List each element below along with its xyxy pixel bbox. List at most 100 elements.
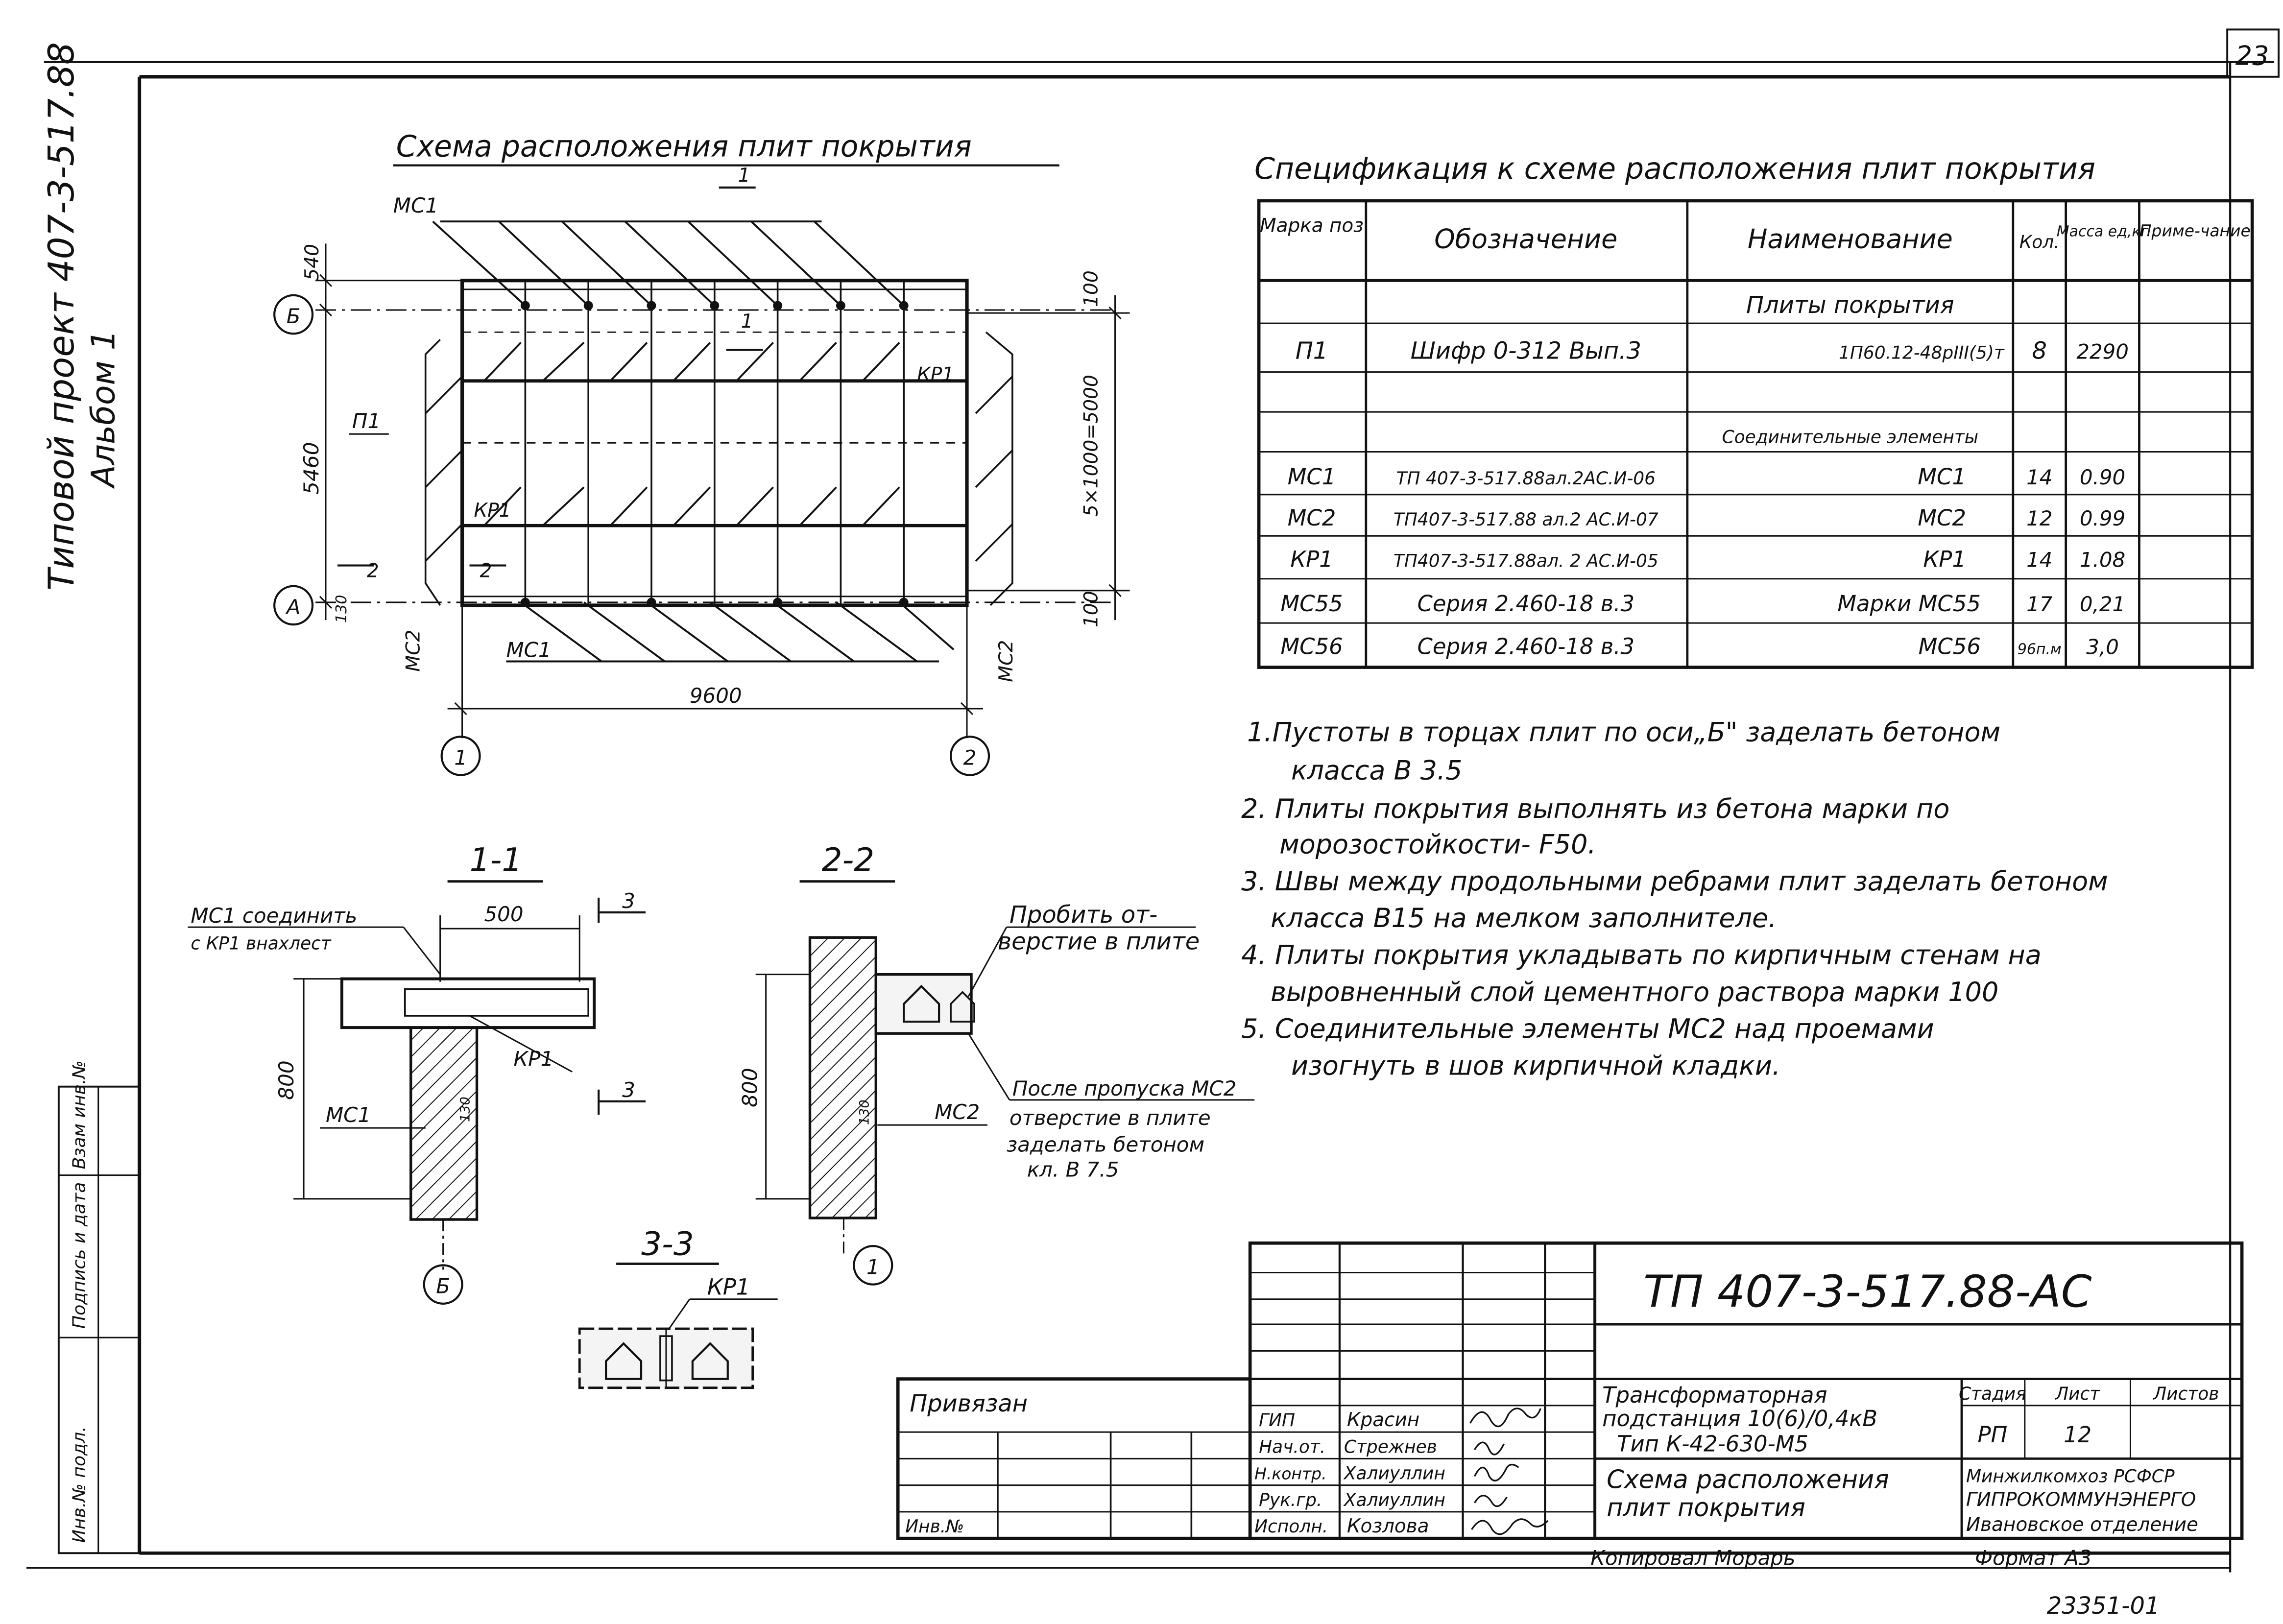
- spec-r1-qty: 8: [2032, 337, 2046, 364]
- section-2-2-note-bot3: заделать бетоном: [1007, 1132, 1204, 1156]
- project-line2: подстанция 10(6)/0,4кВ: [1602, 1406, 1877, 1432]
- dim-9600: 9600: [690, 684, 742, 708]
- spec-r1-mass: 2290: [2076, 339, 2129, 363]
- page-number: 23: [2235, 40, 2269, 71]
- section-2-2-wall: [808, 936, 878, 1219]
- section-1-1-note2: с КР1 внахлест: [191, 933, 331, 954]
- title-code: ТП 407-3-517.88-АС: [1643, 1266, 2092, 1317]
- tie-diagonals: [483, 341, 900, 526]
- spec-r7-mass: 0,21: [2080, 592, 2125, 616]
- spec-r8-mass: 3,0: [2086, 635, 2119, 659]
- spec-header-mark: Марка поз: [1260, 215, 1364, 237]
- bottom-stamp: 23351-01: [2047, 1592, 2160, 1620]
- org-line1: Минжилкомхоз РСФСР: [1966, 1466, 2175, 1486]
- section-1-1-dim-500: 500: [484, 902, 524, 926]
- spec-r5-mass: 0.99: [2080, 506, 2125, 530]
- spec-r4-name: МС1: [1918, 464, 1966, 490]
- spec-r7-qty: 17: [2026, 592, 2053, 616]
- section-2-2-mc2: МС2: [935, 1100, 980, 1124]
- name-nach: Стрежнев: [1344, 1436, 1437, 1457]
- org-line2: ГИПРОКОММУНЭНЕРГО: [1966, 1489, 2196, 1511]
- spec-r8-name: МС56: [1919, 633, 1981, 659]
- axis-a-bubble: [273, 585, 314, 626]
- spec-r0-name: Плиты покрытия: [1746, 291, 1954, 319]
- sheet-title-1: Схема расположения: [1607, 1466, 1889, 1495]
- note-2a: 2. Плиты покрытия выполнять из бетона ма…: [1241, 793, 1949, 824]
- copied-by: Копировал Морарь: [1590, 1546, 1795, 1570]
- dim-100-bottom: 100: [1081, 591, 1103, 627]
- label-mc1-top: МС1: [393, 193, 438, 217]
- section-3-3-title: 3-3: [641, 1225, 694, 1263]
- spec-r4-qty: 14: [2026, 465, 2052, 489]
- section-1-1-mc1: МС1: [326, 1103, 371, 1127]
- spec-r8-designation: Серия 2.460-18 в.3: [1418, 633, 1635, 659]
- axis-b-label: Б: [287, 304, 301, 328]
- spec-r6-designation: ТП407-3-517.88ал. 2 АС.И-05: [1394, 550, 1658, 571]
- section-1-1-title: 1-1: [470, 841, 523, 879]
- sheet-frame: 23 Инв.№ подл. Подпись и дата Взам инв.№…: [26, 28, 2280, 1573]
- section-2-2-note-bot1: После пропуска МС2: [1012, 1076, 1237, 1100]
- spec-r4-designation: ТП 407-3-517.88ал.2АС.И-06: [1396, 468, 1656, 489]
- axis-a-label: А: [285, 595, 301, 619]
- plan-dimensions: [315, 243, 1130, 716]
- margin-label-sign: Подпись и дата: [69, 1182, 90, 1329]
- general-notes: 1.Пустоты в торцах плит по оси„Б" задела…: [1241, 716, 2108, 1081]
- spec-r8-mark: МС56: [1280, 633, 1343, 659]
- role-ruk: Рук.гр.: [1259, 1490, 1322, 1510]
- spec-r4-mass: 0.90: [2080, 465, 2125, 489]
- axis-b-bubble: [273, 294, 314, 335]
- section-2-2-note-bot2: отверстие в плите: [1009, 1106, 1211, 1130]
- note-5b: изогнуть в шов кирпичной кладки.: [1291, 1050, 1780, 1081]
- section-3-mark-top: 3: [622, 889, 635, 913]
- margin-label-inv: Инв.№ подл.: [69, 1426, 90, 1543]
- side-album: Альбом 1: [85, 330, 122, 489]
- note-4b: выровненный слой цементного раствора мар…: [1271, 977, 1998, 1007]
- label-mc1-bottom: МС1: [506, 638, 551, 662]
- role-nach: Нач.от.: [1259, 1436, 1325, 1457]
- name-ruk: Халиуллин: [1343, 1490, 1445, 1510]
- plan-title: Схема расположения плит покрытия: [396, 129, 972, 164]
- spec-r3-name: Соединительные элементы: [1722, 427, 1979, 447]
- mc2-side-elements: [424, 331, 1013, 606]
- signatures: [1469, 1408, 1549, 1535]
- axis-1-bubble: [440, 736, 481, 776]
- spec-r6-name: КР1: [1923, 546, 1966, 572]
- dim-100-top: 100: [1081, 270, 1103, 307]
- name-ispoln: Козлова: [1347, 1515, 1429, 1537]
- section-2-2-dim-800: 800: [738, 1068, 762, 1107]
- section-3-3: 3-3 КР1: [578, 1225, 778, 1389]
- note-2b: морозостойкости- F50.: [1279, 829, 1596, 860]
- label-mc2-right: МС2: [995, 640, 1017, 682]
- page-number-box: [2226, 28, 2280, 78]
- spec-r6-mark: КР1: [1290, 546, 1333, 572]
- section-2-2-note-top2: верстие в плите: [998, 928, 1200, 955]
- side-title: Типовой проект 407-3-517.88: [41, 42, 82, 591]
- axis-2-label: 2: [963, 745, 977, 769]
- axis-2-bubble: [949, 736, 990, 776]
- spec-r7-designation: Серия 2.460-18 в.3: [1418, 591, 1635, 617]
- section-1-1: 1-1 МС1 соединить с КР1 внахлест Б 500 8…: [188, 841, 646, 1305]
- section-2-2-note-bot4: кл. В 7.5: [1027, 1157, 1119, 1181]
- title-inv: Инв.№: [905, 1516, 964, 1537]
- spec-r7-mark: МС55: [1280, 591, 1343, 617]
- mc1-top-elements: [432, 220, 909, 310]
- role-ispoln: Исполн.: [1254, 1516, 1328, 1537]
- section-3-3-label: КР1: [707, 1274, 750, 1300]
- note-5a: 5. Соединительные элементы МС2 над проем…: [1241, 1013, 1934, 1044]
- section-2-2-note-top1: Пробить от-: [1009, 901, 1157, 929]
- section-1-mid-mark: 1: [741, 310, 753, 333]
- spec-header-designation: Обозначение: [1434, 223, 1617, 254]
- spec-r6-qty: 14: [2026, 548, 2052, 572]
- section-1-top-mark: 1: [738, 165, 750, 187]
- section-2-2-axis-bubble: [853, 1245, 893, 1286]
- section-1-1-axis-bubble: [423, 1264, 463, 1305]
- spec-header-note: Приме-чание: [2139, 221, 2251, 240]
- spec-r1-mark: П1: [1296, 337, 1328, 364]
- plan-drawing: Схема расположения плит покрытия: [273, 129, 1130, 776]
- dim-5460: 5460: [299, 442, 323, 494]
- section-2-2-slab: [874, 973, 973, 1035]
- sheet-title-2: плит покрытия: [1607, 1494, 1805, 1523]
- section-2-mid-mark: 2: [480, 560, 492, 582]
- spec-header-mass: Масса ед,кг: [2057, 223, 2149, 240]
- spec-header-qty: Кол.: [2019, 232, 2060, 252]
